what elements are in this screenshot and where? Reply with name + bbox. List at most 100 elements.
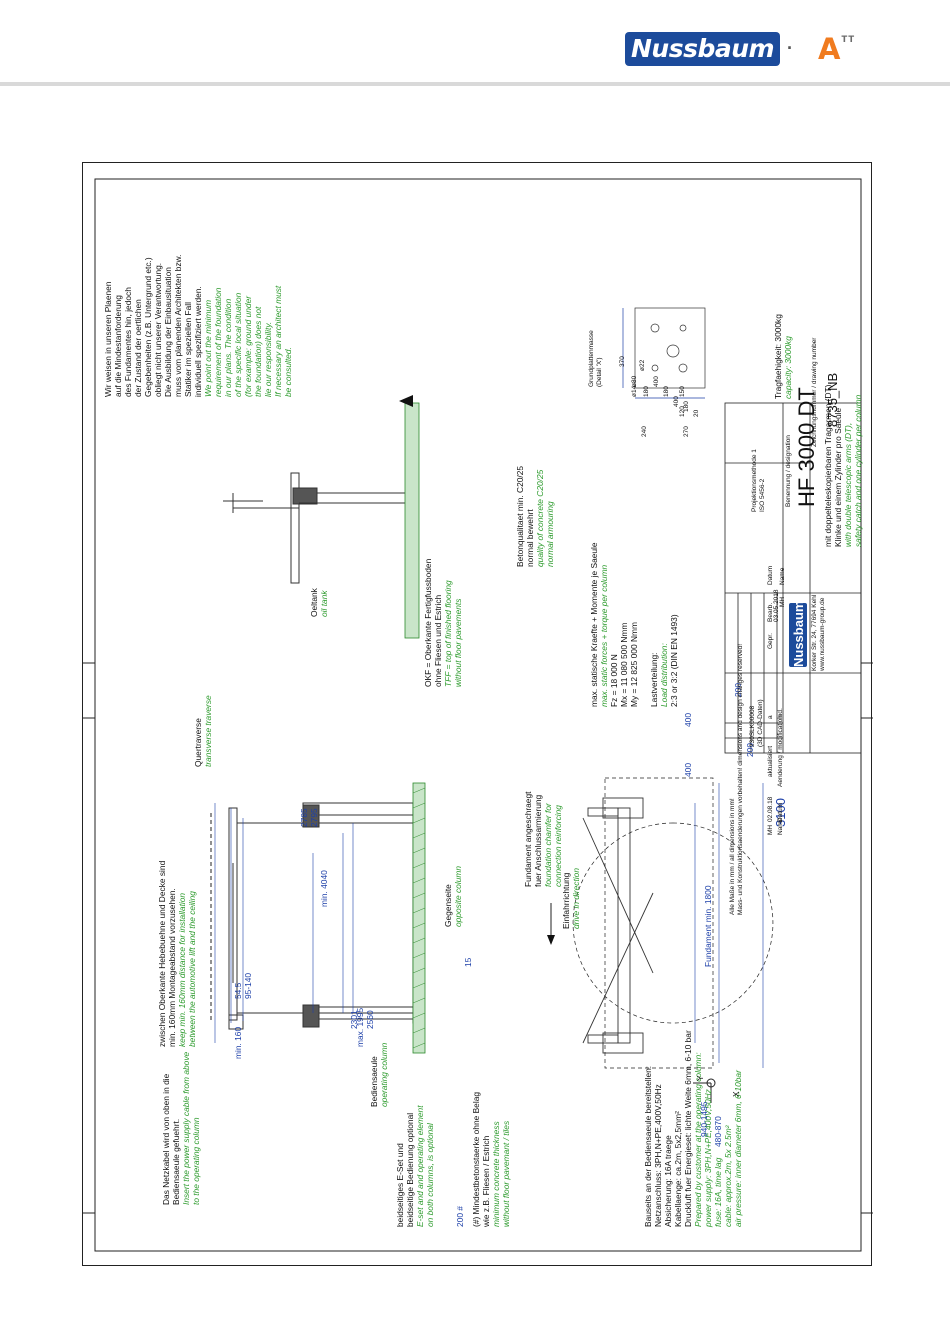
load-heading-en: Load distribution:	[659, 643, 669, 707]
forces-heading: max. statische Kraefte + Momente je Saeu…	[589, 542, 599, 707]
okf-note-de-1: OKF = Oberkante Fertigfussboden	[423, 558, 433, 687]
mounting-note-de-2: min. 160mm Montageabstand vorzusehen.	[167, 888, 177, 1047]
title-block-company-logo: Nussbaum	[791, 600, 806, 667]
drawing-number-label: Zeichnungsnummer / drawing number	[811, 337, 818, 447]
company-address: Korker Str. 24, 77694 Kehl	[811, 594, 818, 671]
opposite-column-label-en: opposite column	[453, 866, 463, 927]
detail-120: 120	[679, 406, 686, 417]
revision-name: MH	[767, 824, 774, 835]
architect-note-en-3: in our plans. The condition	[223, 298, 233, 397]
architect-note-de-6: obliegt nicht unserer Verantwortung.	[153, 262, 163, 397]
site-req-de-4: Kabellaenge: ca.2m, 5x2,5mm²	[673, 1111, 683, 1227]
dim-foundation-1800: Fundament min. 1800	[703, 885, 713, 967]
side-view	[228, 802, 424, 1030]
dim-min-4040: min. 4040	[319, 870, 329, 907]
name-header: Name	[779, 567, 786, 585]
header-divider	[0, 82, 950, 86]
foundation-note-de-1: Fundament angeschraegt	[523, 791, 533, 887]
operating-column-label-en: operating column	[379, 1042, 389, 1107]
title-block-logo	[789, 603, 807, 667]
drawing-number: 8735_NB	[825, 372, 840, 427]
description-en-2: safety catch and one cylinder per column	[853, 394, 863, 547]
title-block	[724, 402, 862, 754]
architect-note-en-9: be consulted.	[283, 347, 293, 397]
eset-note-en-1: E-set and and operating element	[415, 1105, 425, 1227]
cad-ref-2: (3D CAD-Daten)	[757, 699, 764, 747]
dim-15: 15	[463, 957, 473, 967]
detail-caption-2: (Detail 'X')	[596, 357, 603, 387]
dim-200-hash: 200 #	[455, 1206, 465, 1227]
bearb-name: MH	[779, 596, 786, 607]
detail-370: 370	[619, 356, 626, 367]
architect-note-de-7: Die Ausbildung der Einbausituation	[163, 267, 173, 397]
axis-x-label: X	[731, 1091, 741, 1097]
dim-95-140: 95-140	[243, 972, 253, 999]
force-fz: Fz = 18 000 N	[609, 654, 619, 707]
revision-text: aktualisiert	[767, 745, 774, 777]
architect-note-de-3: des Fundamentes hin, jedoch	[123, 287, 133, 397]
description-en-1: with double telescopic arms (DT),	[843, 422, 853, 547]
logo-separator: ·	[787, 38, 793, 58]
dim-940-1495: 940-1495	[699, 1101, 709, 1137]
dim-400-b: 400	[683, 763, 693, 777]
oeltank-label: Oeltank	[309, 588, 319, 617]
min-concrete-en-1: minimum concrete thickness	[491, 1121, 501, 1227]
concrete-note-de-2: normal bewehrt	[525, 509, 535, 567]
dim-2560: 2560	[365, 1010, 375, 1029]
architect-note-en-8: If necessary an architect must	[273, 285, 283, 397]
force-my: My = 12 825 000 Nmm	[629, 622, 639, 707]
concrete-note-de-1: Betonqualitaet min. C20/25	[515, 465, 525, 567]
eset-note-de-1: beidseitiges E-Set und	[395, 1143, 405, 1227]
load-heading: Lastverteilung:	[649, 652, 659, 707]
floor-section	[412, 782, 426, 1054]
dim-min-160: min. 160	[233, 1026, 243, 1059]
architect-note-de-8: muss vom planenden Architekten bzw.	[173, 254, 183, 397]
mounting-note-en-1: keep min. 160mm distance for installatio…	[177, 892, 187, 1047]
name-header-2: Name	[777, 817, 784, 835]
traverse-label-en: transverse traverse	[203, 695, 213, 767]
opposite-column-label: Gegenseite	[443, 884, 453, 927]
eset-note-de-2: beidseitige Bedienung optional	[405, 1112, 415, 1227]
mounting-note-de-1: zwischen Oberkante Hebebuehne und Decke …	[157, 860, 167, 1047]
revision-index: a	[767, 715, 774, 719]
capacity-de: Tragfaehigkeit: 3000kg	[773, 314, 783, 399]
base-plate-detail	[622, 307, 706, 399]
gepr-label: Gepr.	[767, 633, 774, 649]
okf-note-en-1: TFF = top of finished flooring	[443, 580, 453, 687]
dim-2795: 2795	[309, 808, 319, 827]
plan-view	[582, 797, 654, 1054]
detail-180-a: 180	[643, 386, 650, 397]
designation-label: Benennung / designation	[785, 435, 792, 507]
architect-note-de-9: Statiker im speziellen Fall	[183, 302, 193, 397]
concrete-note-en-1: quality of concrete C20/25	[535, 469, 545, 567]
site-req-de-2: Netzanschluss: 3PH,N+PE,400V,50Hz	[653, 1084, 663, 1227]
datum-header: Datum	[767, 565, 774, 585]
drive-in-label: Einfahrrichtung	[561, 872, 571, 929]
operating-column-label: Bediensaeule	[369, 1056, 379, 1107]
foundation-note-en-1: foundation chamfer for	[543, 803, 553, 887]
site-req-de-3: Absicherung: 16A traege	[663, 1135, 673, 1227]
projection-iso: ISO 5456-2	[759, 478, 766, 512]
modification-header: Aenderung / modification	[777, 715, 784, 787]
cable-note-de-2: Bediensaeule gefuehrt.	[171, 1118, 181, 1205]
company-web: www.nussbaum-group.de	[819, 597, 826, 671]
drawing-sheet: Wir weisen in unseren Plaenen auf die Mi…	[82, 162, 873, 1266]
dim-2301: 2301	[349, 1010, 359, 1029]
min-concrete-de-2: wie z.B. Fliesen / Estrich	[481, 1135, 491, 1227]
architect-note-en-5: (for example: ground under	[243, 295, 253, 397]
architect-note-en-2: requirement of the foundation	[213, 287, 223, 397]
disclaimer-en: Mass- und Konstruktionsaenderungen vorbe…	[737, 643, 744, 915]
disclaimer-de: Alle Maße in mm / all dimensions in mm!	[729, 798, 736, 915]
forces-heading-en: max. static forces + torque per column	[599, 564, 609, 707]
detail-240: 240	[641, 426, 648, 437]
dim-2785: 2785	[299, 808, 309, 827]
revision-date: 02.08.18	[767, 796, 774, 822]
architect-note-de-2: auf die Mindestanforderung	[113, 295, 123, 397]
dim-400-a: 400	[683, 713, 693, 727]
front-view	[223, 472, 413, 584]
detail-150: 150	[679, 386, 686, 397]
detail-270: 270	[683, 426, 690, 437]
axis-y-label: Y	[695, 1075, 705, 1081]
drive-in-label-en: drive in direction	[571, 868, 581, 929]
